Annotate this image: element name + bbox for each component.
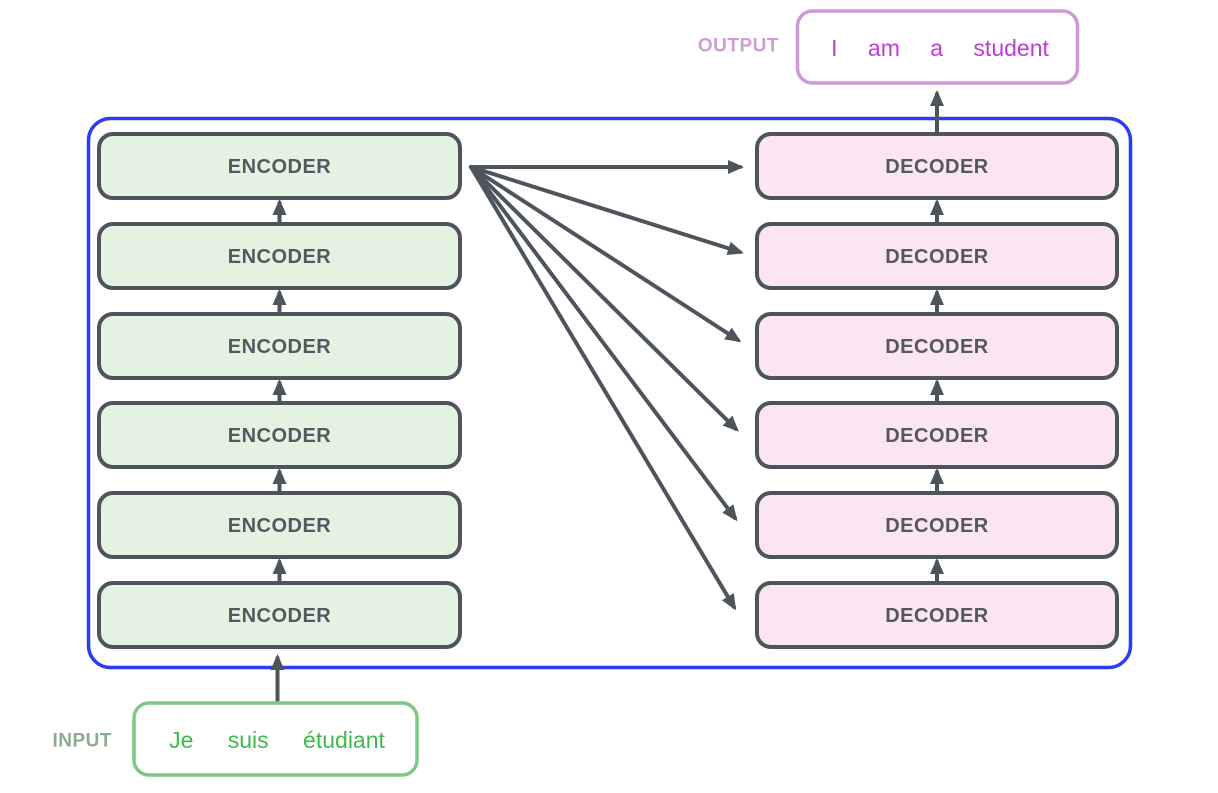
encoder-label: ENCODER: [228, 515, 332, 537]
encoder-box: ENCODER: [97, 312, 462, 380]
encoder-label: ENCODER: [228, 605, 332, 627]
input-label: INPUT: [53, 731, 113, 752]
decoder-label: DECODER: [885, 515, 989, 537]
encoder-label: ENCODER: [228, 246, 332, 268]
encoder-box: ENCODER: [97, 132, 462, 200]
encoder-box-rect: [97, 132, 462, 200]
output-section: OUTPUT I am a student: [698, 9, 1080, 85]
output-label: OUTPUT: [698, 36, 779, 57]
encoder-box: ENCODER: [97, 581, 462, 649]
decoder-label: DECODER: [885, 336, 989, 358]
output-box: [795, 9, 1080, 85]
output-sentence: I am a student: [831, 35, 1049, 61]
decoder-label: DECODER: [885, 605, 989, 627]
encoder-stack: ENCODER ENCODER ENCODER ENCODER ENCODER …: [97, 132, 462, 649]
encoder-label: ENCODER: [228, 425, 332, 447]
decoder-stack: DECODER DECODER DECODER DECODER DECODER …: [755, 132, 1119, 649]
encoder-box: ENCODER: [97, 222, 462, 290]
fan-arrow-to-decoder-4: [469, 165, 739, 432]
encoder-to-decoder-arrows: [469, 160, 744, 611]
fan-arrow-to-decoder-6: [469, 165, 737, 611]
encoder-label: ENCODER: [228, 156, 332, 178]
decoder-box: DECODER: [755, 312, 1119, 380]
encoder-box: ENCODER: [97, 401, 462, 469]
decoder-box: DECODER: [755, 581, 1119, 649]
decoder-label: DECODER: [885, 425, 989, 447]
encoder-box: ENCODER: [97, 491, 462, 559]
input-sentence: Je suis étudiant: [169, 727, 385, 753]
decoder-label: DECODER: [885, 156, 989, 178]
decoder-box: DECODER: [755, 401, 1119, 469]
decoder-box: DECODER: [755, 132, 1119, 200]
encoder-label: ENCODER: [228, 336, 332, 358]
decoder-label: DECODER: [885, 246, 989, 268]
fan-arrow-to-decoder-2: [469, 165, 744, 256]
fan-arrow-to-decoder-5: [469, 165, 738, 522]
decoder-box: DECODER: [755, 222, 1119, 290]
decoder-box: DECODER: [755, 491, 1119, 559]
fan-arrow-to-decoder-3: [469, 165, 742, 343]
input-section: INPUT Je suis étudiant: [53, 701, 419, 777]
input-box: [132, 701, 419, 777]
